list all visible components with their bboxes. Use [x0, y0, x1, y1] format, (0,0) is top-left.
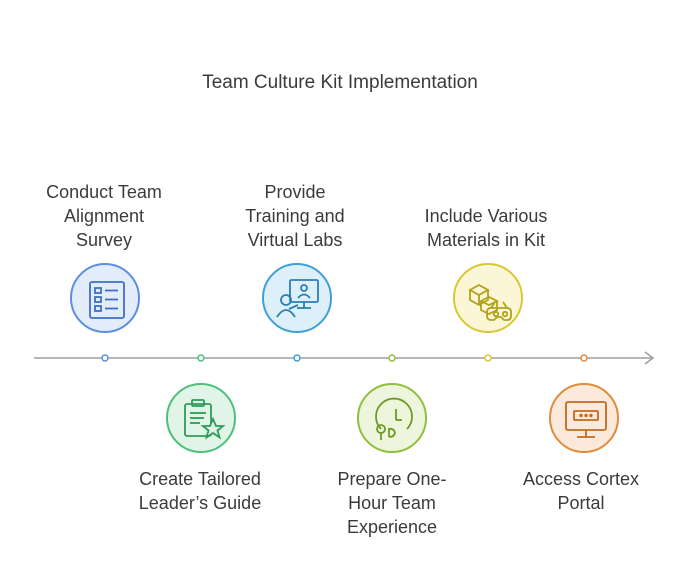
- timeline-arrowhead: [644, 351, 655, 365]
- step-3-label: Provide Training and Virtual Labs: [245, 182, 345, 250]
- step-6-label: Access Cortex Portal: [522, 469, 640, 513]
- virtual-training-icon: [276, 279, 319, 318]
- timeline-dot-3: [293, 354, 301, 362]
- step-2-node: [166, 383, 236, 453]
- clock-icon: [375, 397, 413, 440]
- timeline-dot-4: [388, 354, 396, 362]
- step-3-node: [262, 263, 332, 333]
- clipboard-star-icon: [184, 399, 226, 440]
- step-6-node: [549, 383, 619, 453]
- timeline-dot-5: [484, 354, 492, 362]
- checklist-icon: [89, 281, 125, 319]
- step-5-label: Include Various Materials in Kit: [424, 206, 548, 250]
- step-2-label: Create Tailored Leader’s Guide: [138, 469, 262, 513]
- step-4-label: Prepare One- Hour Team Experience: [337, 469, 447, 537]
- step-1-label: Conduct Team Alignment Survey: [46, 182, 162, 250]
- timeline-dot-6: [580, 354, 588, 362]
- diagram-title: Team Culture Kit Implementation: [202, 72, 478, 93]
- boxes-vr-icon: [468, 283, 512, 321]
- step-1-node: [70, 263, 140, 333]
- timeline-dot-1: [101, 354, 109, 362]
- timeline-dot-2: [197, 354, 205, 362]
- monitor-icon: [565, 401, 607, 438]
- step-5-node: [453, 263, 523, 333]
- step-4-node: [357, 383, 427, 453]
